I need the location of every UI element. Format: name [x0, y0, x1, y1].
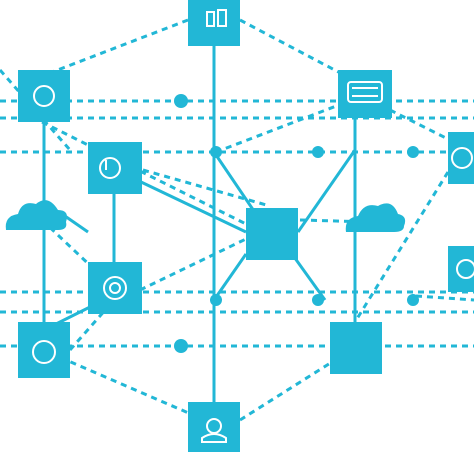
user-icon [201, 418, 227, 443]
circle-icon [33, 85, 55, 107]
connector [41, 18, 189, 78]
junction-dot [312, 294, 324, 306]
tray-icon [347, 81, 383, 103]
junction-dot [407, 146, 419, 158]
center-hub-node [246, 208, 298, 260]
junction-dot [407, 294, 419, 306]
lower-left-node [88, 262, 142, 314]
junction-dot [312, 146, 324, 158]
bottom-left-node [18, 322, 70, 378]
lower-right-node [330, 322, 382, 374]
upper-right-node [338, 70, 392, 118]
chat-bubble-icon [99, 157, 121, 179]
upper-left-node [18, 70, 70, 122]
solid-lines [42, 46, 357, 402]
bottom-node [188, 402, 240, 452]
right-cloud-icon [345, 203, 406, 232]
junction-dot [210, 146, 222, 158]
connector [142, 168, 271, 208]
circle-icon [32, 340, 56, 364]
junction-dot [210, 294, 222, 306]
connector [290, 253, 327, 301]
connector [415, 294, 474, 302]
left-cloud-icon [5, 200, 67, 230]
junction-dots [174, 94, 419, 353]
connector [296, 149, 357, 233]
junction-dot [174, 94, 188, 108]
connector [41, 120, 271, 238]
connector [212, 253, 248, 301]
right-edge-lower-node [448, 246, 474, 292]
circle-icon [451, 147, 473, 169]
connector [0, 69, 72, 151]
connector [212, 151, 258, 215]
connector [139, 236, 249, 292]
document-icon [206, 9, 227, 27]
middle-left-node [88, 142, 142, 194]
connector [239, 18, 366, 88]
node-icons [32, 9, 474, 443]
junction-dot [174, 339, 188, 353]
circle-icon [456, 259, 474, 279]
clouds [5, 200, 406, 232]
nodes [18, 0, 474, 452]
connector [239, 360, 333, 422]
gear-icon [103, 276, 127, 300]
connector [353, 171, 450, 323]
